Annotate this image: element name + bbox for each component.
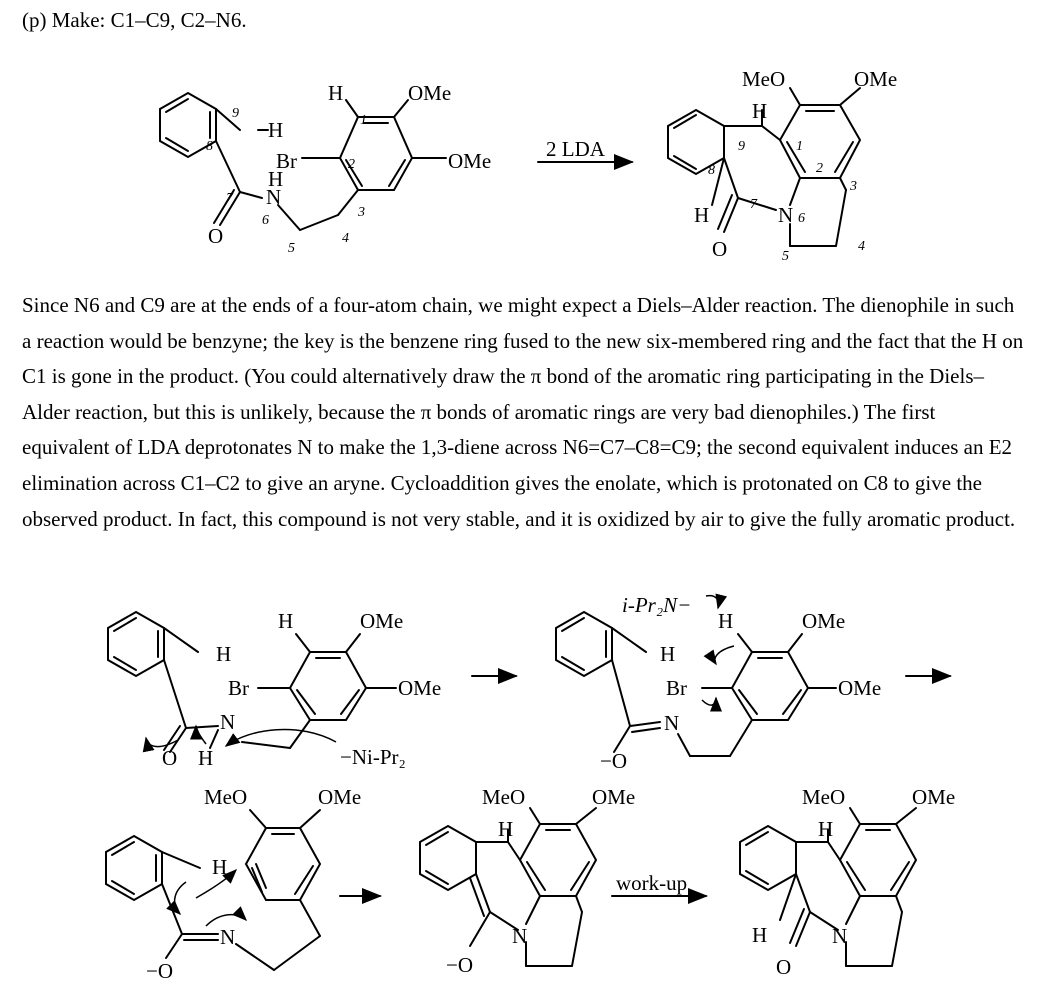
atom-label: Br	[228, 676, 249, 700]
reagent-label: work-up	[616, 871, 687, 895]
atom-label: Br	[666, 676, 687, 700]
atom-label: H	[268, 167, 283, 191]
atom-label: H	[818, 817, 833, 841]
atom-label: O	[162, 746, 177, 770]
substituent-label: OMe	[912, 785, 955, 809]
locant: 8	[708, 163, 715, 178]
substituent-label: MeO	[802, 785, 845, 809]
starting-material: H O N H 9 8 7 6 H OMe OMe Br 1 2 3 4 5	[159, 81, 491, 256]
substituent-label: OMe	[802, 609, 845, 633]
enolate-intermediate: MeO OMe H N −O	[419, 785, 635, 977]
reagent-label: 2 LDA	[546, 137, 606, 161]
locant: 7	[750, 197, 758, 212]
atom-label: H	[752, 923, 767, 947]
atom-label: H	[718, 609, 733, 633]
atom-label: N	[220, 710, 235, 734]
substituent-label: OMe	[838, 676, 881, 700]
mechanism-step-3: H −O N MeO OMe	[105, 785, 361, 983]
locant: 8	[206, 139, 213, 154]
atom-label: H	[694, 203, 709, 227]
substituent-label: OMe	[854, 67, 897, 91]
substituent-label: OMe	[448, 149, 491, 173]
locant: 6	[798, 211, 805, 226]
electron-arrow	[195, 868, 238, 899]
locant: 2	[348, 157, 355, 172]
electron-arrow	[701, 696, 722, 712]
electron-arrow	[142, 736, 179, 753]
substituent-label: MeO	[204, 785, 247, 809]
electron-arrow	[166, 881, 187, 916]
locant: 2	[816, 161, 823, 176]
atom-label: N	[832, 924, 847, 948]
atom-label: N	[778, 203, 793, 227]
electron-arrow	[190, 724, 207, 745]
locant: 4	[342, 231, 349, 246]
electron-arrow	[205, 906, 248, 927]
atom-label: H	[278, 609, 293, 633]
atom-label: H	[216, 642, 231, 666]
atom-label: H	[660, 642, 675, 666]
locant: 1	[796, 139, 803, 154]
substituent-label: MeO	[482, 785, 525, 809]
electron-arrow	[224, 728, 337, 747]
substituent-label: OMe	[360, 609, 403, 633]
locant: 7	[226, 191, 234, 206]
product: MeO OMe H H N O 9 8 7 6 5 4 3 2 1	[667, 67, 897, 264]
locant: 6	[262, 213, 269, 228]
locant: 9	[232, 106, 239, 121]
atom-label: Br	[276, 149, 297, 173]
atom-label: N	[664, 711, 679, 735]
atom-label: O	[776, 955, 791, 979]
electron-arrow	[703, 645, 735, 666]
base-label: i-Pr₂N−	[622, 593, 691, 617]
locant: 1	[360, 113, 367, 128]
atom-label: H	[212, 855, 227, 879]
locant: 9	[738, 139, 745, 154]
substituent-label: MeO	[742, 67, 785, 91]
locant: 5	[288, 241, 295, 256]
problem-header: (p) Make: C1–C9, C2–N6.	[22, 8, 247, 32]
mechanism-step-1: H O H N Br H OMe OMe −Ni-Pr₂	[107, 609, 441, 770]
charged-atom-label: −O	[600, 749, 627, 773]
atom-label: H	[198, 746, 213, 770]
base-label: −Ni-Pr₂	[340, 745, 406, 769]
atom-label: H	[752, 99, 767, 123]
atom-label: O	[712, 237, 727, 261]
electron-arrow	[705, 593, 728, 610]
final-product: MeO OMe H N H O	[739, 785, 955, 979]
atom-label: H	[328, 81, 343, 105]
locant: 3	[357, 205, 365, 220]
atom-label: N	[266, 185, 281, 209]
atom-label: N	[512, 924, 527, 948]
atom-label: O	[208, 224, 223, 248]
locant: 4	[858, 239, 865, 254]
locant: 5	[782, 249, 789, 264]
locant: 3	[849, 179, 857, 194]
explanation-paragraph: Since N6 and C9 are at the ends of a fou…	[22, 293, 1024, 531]
substituent-label: OMe	[398, 676, 441, 700]
charged-atom-label: −O	[446, 953, 473, 977]
substituent-label: OMe	[592, 785, 635, 809]
mechanism-step-2: H −O N Br H OMe OMe i-Pr₂N−	[555, 593, 881, 773]
charged-atom-label: −O	[146, 959, 173, 983]
substituent-label: OMe	[318, 785, 361, 809]
atom-label: N	[220, 925, 235, 949]
atom-label: H	[498, 817, 513, 841]
atom-label: H	[268, 118, 283, 142]
substituent-label: OMe	[408, 81, 451, 105]
